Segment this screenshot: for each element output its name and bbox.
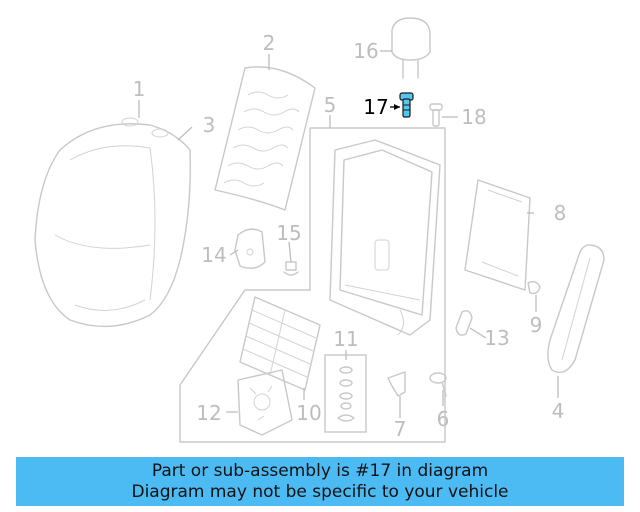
part-18-guide xyxy=(429,103,443,127)
callout-16: 16 xyxy=(353,39,378,63)
part-14-bracket xyxy=(234,228,266,269)
part-4-side-cover xyxy=(547,244,605,374)
callout-11: 11 xyxy=(333,327,358,351)
callout-6: 6 xyxy=(437,407,450,431)
part-17-headrest-guide xyxy=(399,92,414,118)
callout-10: 10 xyxy=(296,401,321,425)
part-1-seat-back-cushion xyxy=(34,117,191,328)
callout-17: 17 xyxy=(363,95,388,119)
part-6-bolt xyxy=(429,372,447,397)
callout-15: 15 xyxy=(276,221,301,245)
seat-parts-diagram: 1 2 3 4 5 6 7 8 9 10 11 12 13 14 15 16 1… xyxy=(34,17,605,443)
callout-18: 18 xyxy=(461,105,486,129)
leader-lines xyxy=(138,50,559,418)
seat-frame xyxy=(329,139,441,336)
callout-12: 12 xyxy=(196,401,221,425)
info-banner: Part or sub-assembly is #17 in diagram D… xyxy=(16,457,624,506)
callout-2: 2 xyxy=(263,31,276,55)
part-8-back-panel xyxy=(464,179,531,291)
callout-5: 5 xyxy=(324,93,337,117)
banner-line-2: Diagram may not be specific to your vehi… xyxy=(131,481,509,502)
callout-7: 7 xyxy=(394,417,407,441)
callout-14: 14 xyxy=(201,243,226,267)
part-13-clip xyxy=(455,310,473,336)
callout-13: 13 xyxy=(484,326,509,350)
part-12-recliner xyxy=(237,369,293,436)
part-7-bracket xyxy=(387,371,406,397)
part-10-lumbar-support xyxy=(239,296,321,391)
part-2-heater-mat xyxy=(214,66,316,211)
callout-3: 3 xyxy=(203,113,216,137)
callout-9: 9 xyxy=(530,313,543,337)
callout-1: 1 xyxy=(133,77,146,101)
assembly-outline-5 xyxy=(179,127,446,443)
part-15-clip xyxy=(283,261,299,276)
callout-8: 8 xyxy=(554,201,567,225)
part-9-clip xyxy=(527,280,541,295)
callout-4: 4 xyxy=(552,399,565,423)
part-16-headrest xyxy=(391,17,431,79)
banner-line-1: Part or sub-assembly is #17 in diagram xyxy=(151,460,489,481)
callout-numbers: 1 2 3 4 5 6 7 8 9 10 11 12 13 14 15 16 1… xyxy=(133,31,567,441)
part-11-clips xyxy=(337,366,355,422)
